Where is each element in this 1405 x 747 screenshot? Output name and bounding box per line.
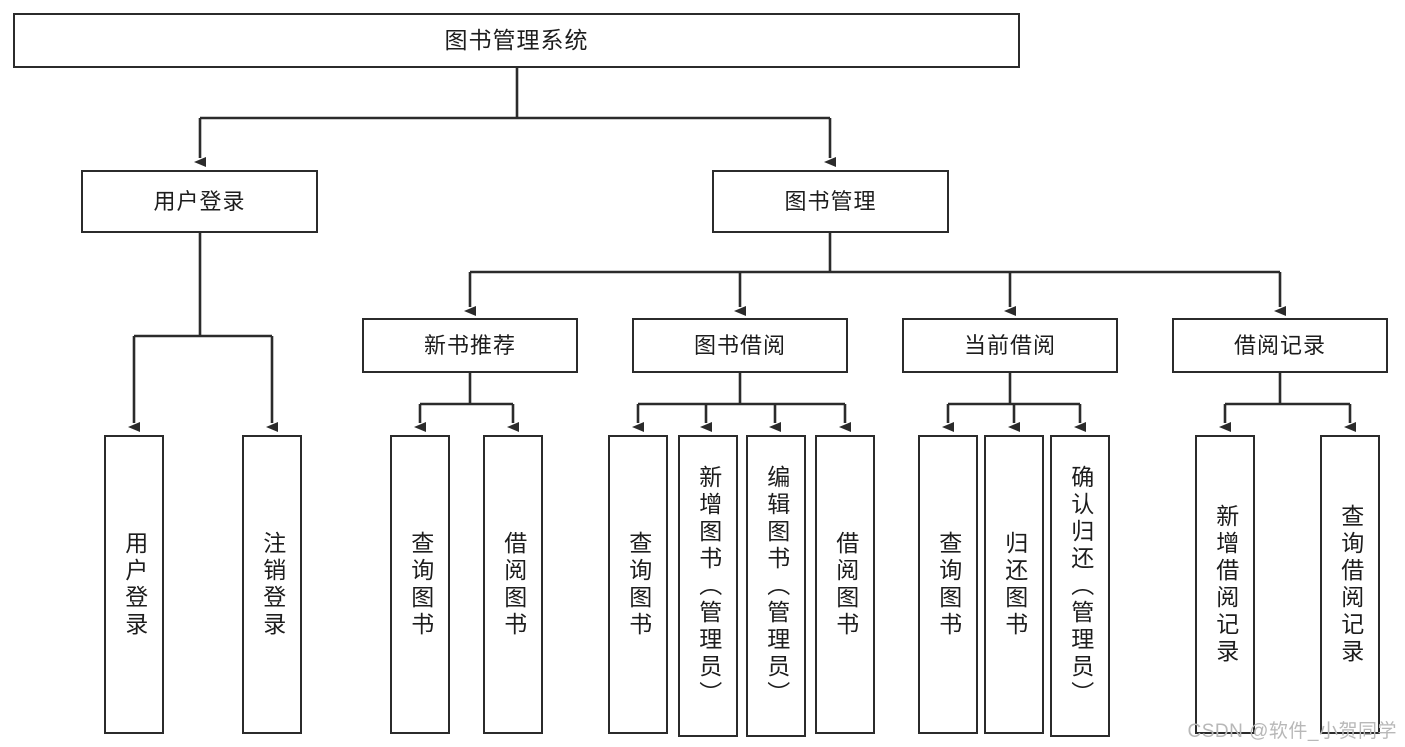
node-current-borrow[interactable]: 当前借阅 xyxy=(902,318,1118,373)
node-label: 确认归还（管理员） xyxy=(1067,464,1094,708)
node-leaf-query-borrow-record[interactable]: 查询借阅记录 xyxy=(1320,435,1380,734)
node-leaf-add-book-admin[interactable]: 新增图书（管理员） xyxy=(678,435,738,737)
node-label: 编辑图书（管理员） xyxy=(763,464,790,708)
node-leaf-add-borrow-record[interactable]: 新增借阅记录 xyxy=(1195,435,1255,734)
node-leaf-edit-book-admin[interactable]: 编辑图书（管理员） xyxy=(746,435,806,737)
node-label: 查询图书 xyxy=(625,530,652,639)
node-leaf-user-login[interactable]: 用户登录 xyxy=(104,435,164,734)
node-book-management[interactable]: 图书管理 xyxy=(712,170,949,233)
node-user-login[interactable]: 用户登录 xyxy=(81,170,318,233)
node-leaf-query-book-borrow[interactable]: 查询图书 xyxy=(608,435,668,734)
node-label: 借阅记录 xyxy=(1233,332,1326,358)
node-label: 查询图书 xyxy=(935,530,962,639)
node-label: 用户登录 xyxy=(121,530,148,639)
node-label: 查询借阅记录 xyxy=(1337,503,1364,666)
node-leaf-borrow-book-recommend[interactable]: 借阅图书 xyxy=(483,435,543,734)
node-label: 借阅图书 xyxy=(832,530,859,639)
node-label: 新增借阅记录 xyxy=(1212,503,1239,666)
node-label: 图书管理系统 xyxy=(444,27,589,54)
watermark-text: CSDN @软件_小贺同学 xyxy=(1187,721,1397,742)
node-label: 图书借阅 xyxy=(693,332,786,358)
node-leaf-return-book[interactable]: 归还图书 xyxy=(984,435,1044,734)
node-new-book-recommend[interactable]: 新书推荐 xyxy=(362,318,578,373)
node-leaf-query-book-recommend[interactable]: 查询图书 xyxy=(390,435,450,734)
node-label: 归还图书 xyxy=(1001,530,1028,639)
node-label: 新书推荐 xyxy=(423,332,516,358)
node-label: 借阅图书 xyxy=(500,530,527,639)
node-label: 图书管理 xyxy=(784,188,877,214)
node-book-borrow[interactable]: 图书借阅 xyxy=(632,318,848,373)
node-label: 注销登录 xyxy=(259,530,286,639)
node-leaf-query-book-current[interactable]: 查询图书 xyxy=(918,435,978,734)
node-leaf-logout[interactable]: 注销登录 xyxy=(242,435,302,734)
node-root-library-system[interactable]: 图书管理系统 xyxy=(13,13,1020,68)
node-borrow-record[interactable]: 借阅记录 xyxy=(1172,318,1388,373)
node-label: 当前借阅 xyxy=(963,332,1056,358)
node-label: 查询图书 xyxy=(407,530,434,639)
node-leaf-confirm-return-admin[interactable]: 确认归还（管理员） xyxy=(1050,435,1110,737)
node-leaf-borrow-book[interactable]: 借阅图书 xyxy=(815,435,875,734)
node-label: 新增图书（管理员） xyxy=(695,464,722,708)
node-label: 用户登录 xyxy=(153,188,246,214)
